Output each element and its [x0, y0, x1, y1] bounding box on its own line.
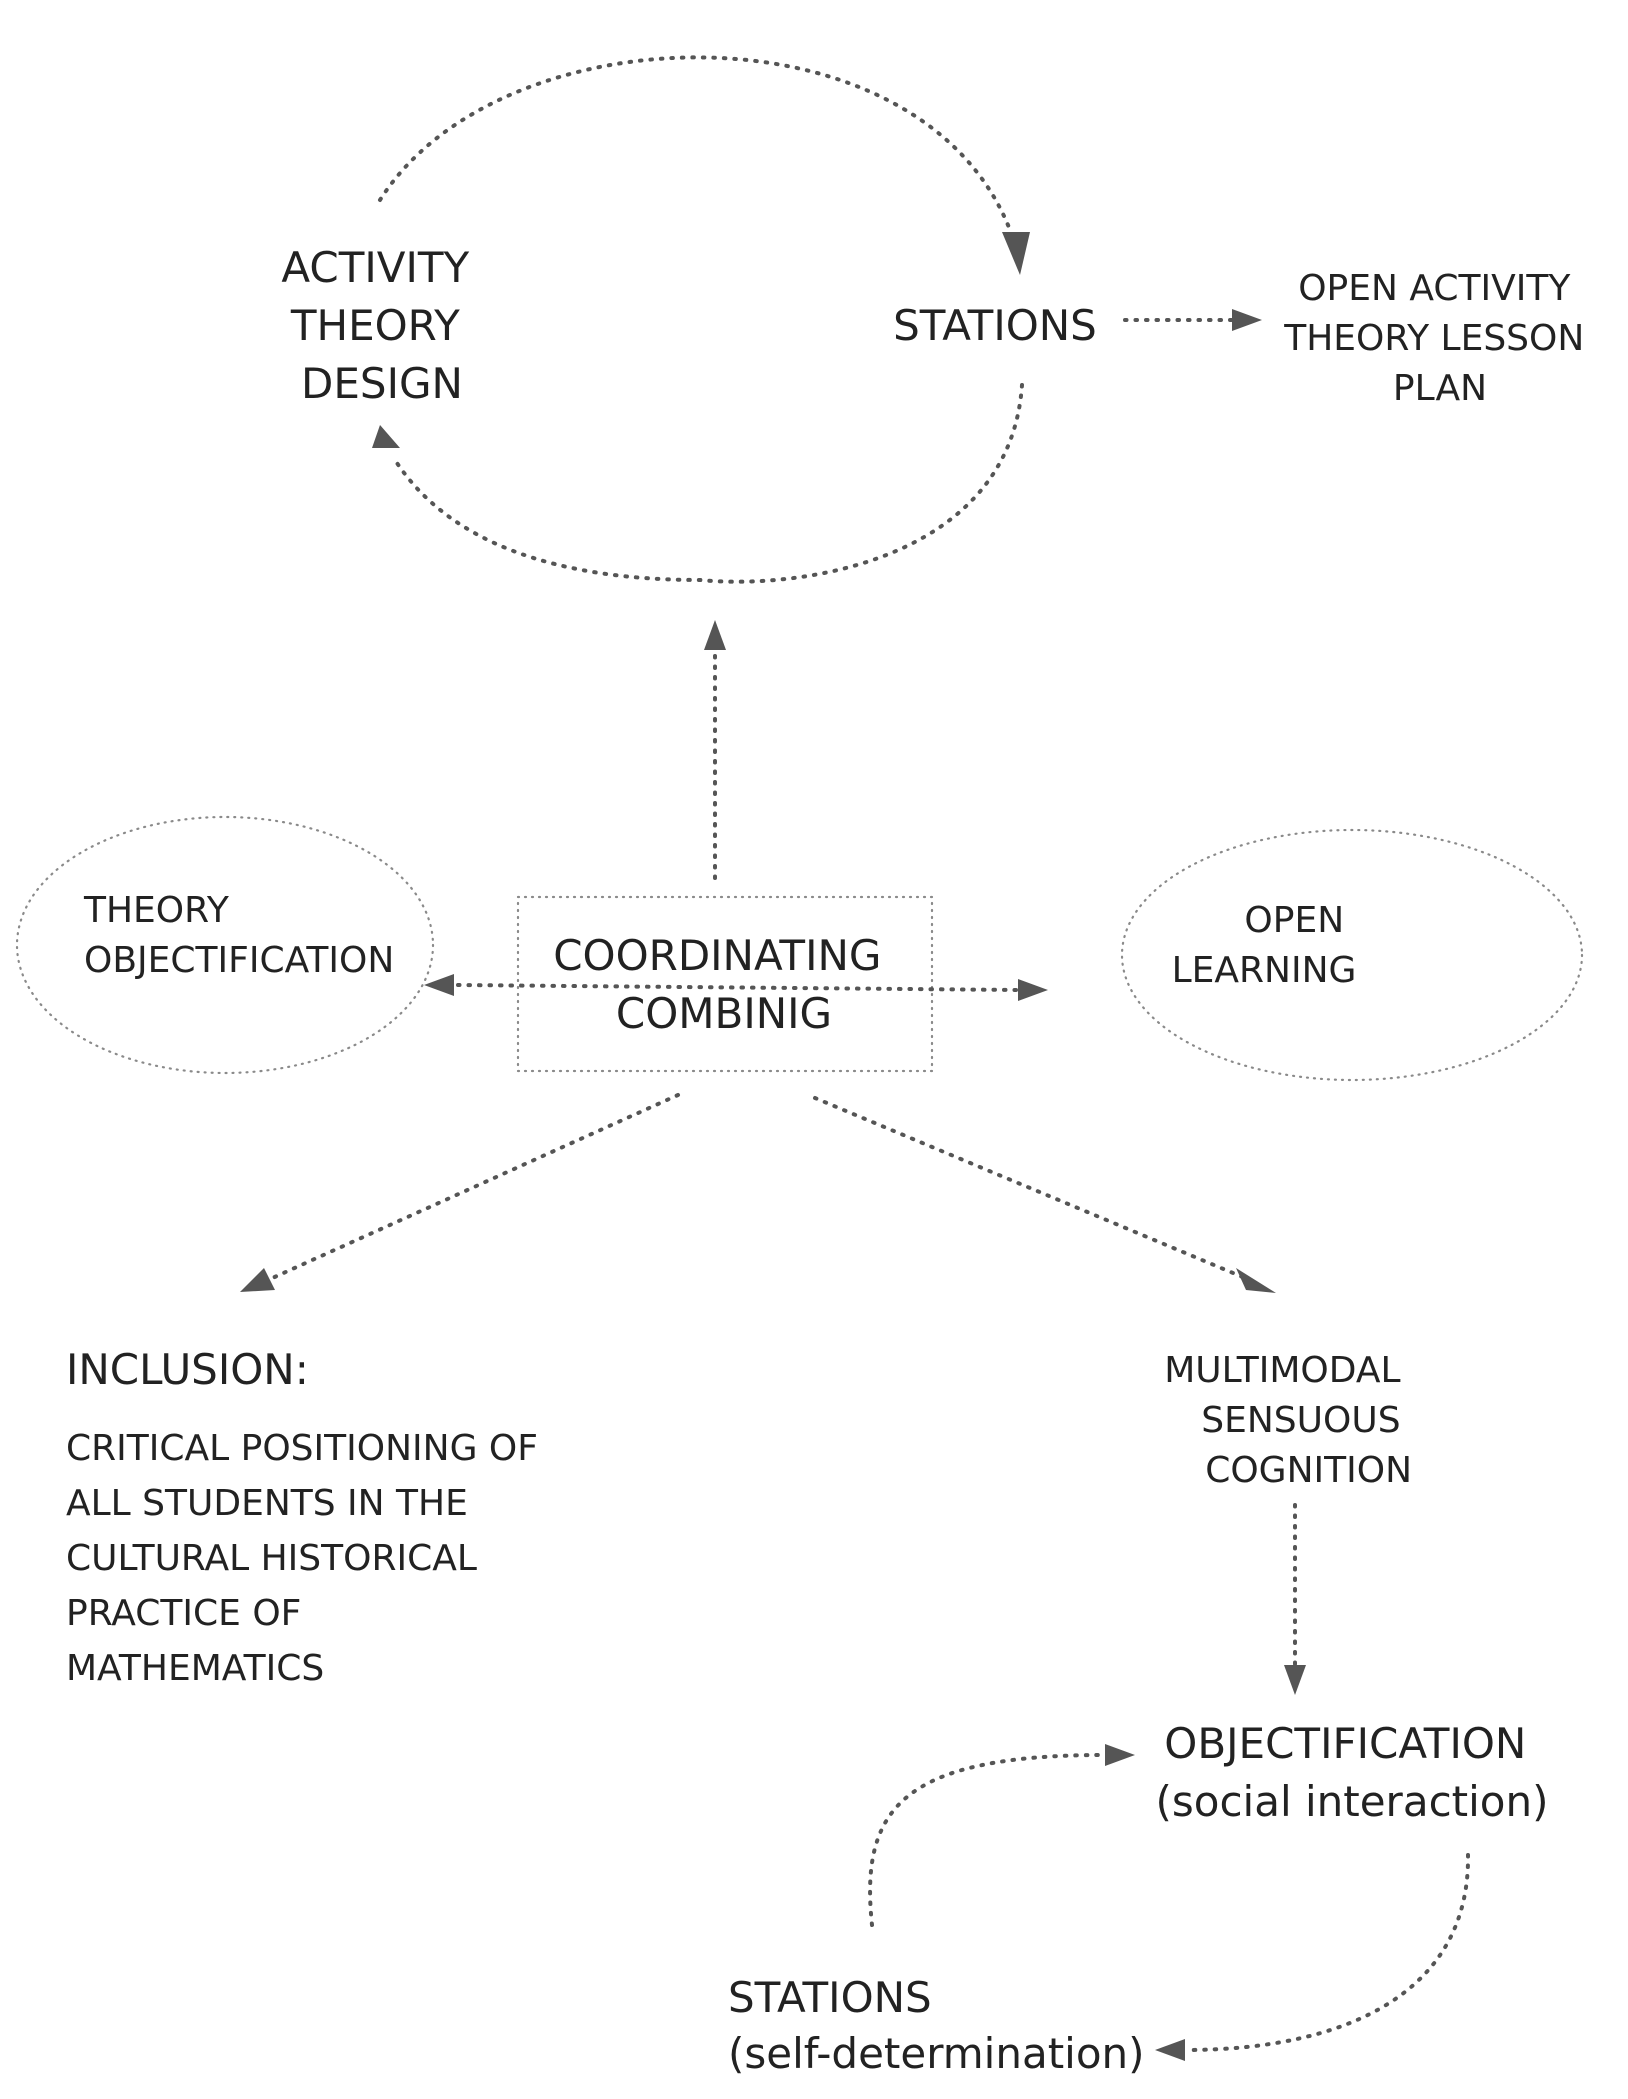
coordinating-box [516, 895, 934, 1073]
arrow-stations-to-objectification [868, 1753, 1107, 1927]
objectification-label: OBJECTIFICATION (social interaction) [1155, 1719, 1548, 1826]
arrow-stations-to-design [393, 383, 1024, 584]
arrow-design-to-stations-head [1002, 232, 1030, 275]
arrow-to-multimodal [813, 1096, 1247, 1280]
theory-objectification-label: THEORY OBJECTIFICATION [83, 890, 394, 981]
multimodal-label: MULTIMODAL SENSUOUS COGNITION [1164, 1350, 1412, 1491]
arrow-to-open-learning-head [1018, 979, 1048, 1001]
arrow-stations-to-design-head [372, 425, 400, 448]
open-learning-ellipse [1120, 828, 1584, 1082]
arrow-objectification-to-stations [1183, 1853, 1471, 2052]
arrow-objectification-to-stations-head [1155, 2039, 1185, 2061]
arrow-to-inclusion [266, 1093, 680, 1282]
theory-objectification-ellipse [15, 815, 435, 1075]
arrow-horizontal [456, 983, 1020, 992]
arrow-to-multimodal-head [1236, 1268, 1276, 1293]
open-learning-label: OPEN LEARNING [1172, 900, 1357, 991]
arrow-design-to-stations [378, 55, 1012, 232]
coordinating-label: COORDINATING COMBINIG [553, 931, 895, 1038]
arrow-to-theory-objectification-head [424, 974, 454, 996]
open-activity-plan-label: OPEN ACTIVITY THEORY LESSON PLAN [1283, 268, 1596, 409]
arrow-coordinating-up-head [704, 620, 726, 650]
activity-theory-design-label: ACTIVITY THEORY DESIGN [281, 243, 482, 408]
arrow-to-objectification-head [1284, 1665, 1306, 1695]
inclusion-title: INCLUSION: [66, 1345, 309, 1394]
stations-bottom-label: STATIONS (self-determination) [728, 1973, 1145, 2078]
stations-top-label: STATIONS [893, 301, 1097, 350]
inclusion-body: CRITICAL POSITIONING OF ALL STUDENTS IN … [66, 1428, 549, 1689]
arrow-stations-to-objectification-head [1105, 1744, 1135, 1766]
arrow-stations-to-plan-head [1232, 309, 1262, 331]
arrow-to-inclusion-head [240, 1268, 275, 1292]
